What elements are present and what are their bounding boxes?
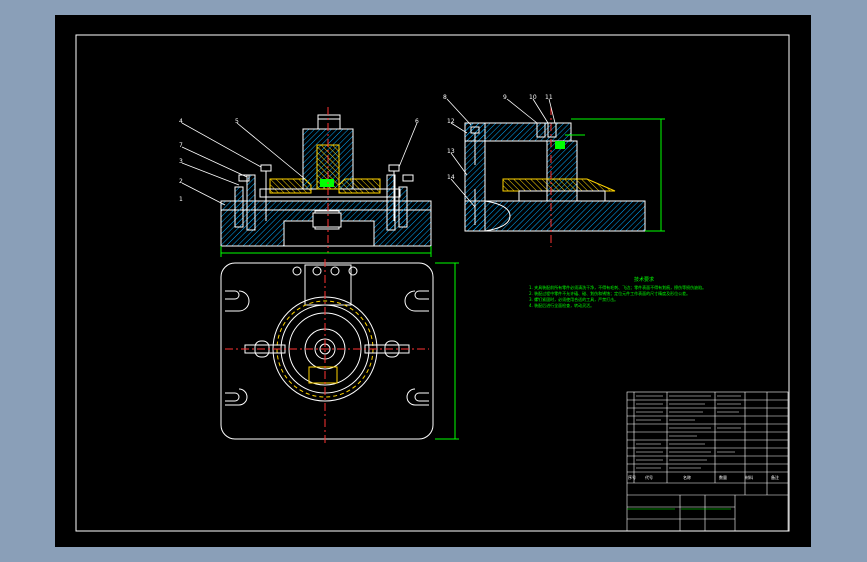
- notes-title: 技术要求: [633, 277, 654, 283]
- drawing-canvas[interactable]: 4 5 6 7 3 2 1 8 9 10 11 12 13 14 技术要求 1.…: [55, 15, 811, 547]
- side-view: [446, 98, 665, 247]
- front-view: [181, 107, 432, 257]
- balloon-front-7: 7: [179, 142, 183, 149]
- balloon-side-9: 9: [503, 94, 507, 101]
- header-remark: 备注: [771, 475, 779, 480]
- header-index: 序号: [628, 475, 636, 480]
- notes-line-4: 4. 装配后进行全面检查，转动灵活。: [529, 303, 595, 308]
- title-block-headers: 序号 代号 名称 数量 材料 备注: [627, 473, 788, 483]
- header-code: 代号: [645, 475, 653, 480]
- front-balloons: 4 5 6 7 3 2 1: [179, 118, 419, 203]
- notes-line-3: 3. 螺钉紧固时，必须使用合适的工具，严禁打击。: [529, 297, 619, 302]
- top-base-plate: [220, 262, 434, 440]
- header-material: 材料: [745, 475, 753, 480]
- cad-drawing: [75, 34, 790, 532]
- balloon-front-3: 3: [179, 158, 183, 165]
- side-base: [464, 200, 646, 232]
- balloon-side-8: 8: [443, 94, 447, 101]
- header-name: 名称: [683, 475, 691, 480]
- notes-line-2: 2. 装配过程中零件不允许磕、碰、划伤和锈蚀；定位元件工作表面的尺寸精度及形位公…: [529, 291, 691, 296]
- balloon-side-14: 14: [447, 174, 455, 181]
- title-block: [626, 391, 789, 532]
- balloon-front-4: 4: [179, 118, 183, 125]
- balloon-front-2: 2: [179, 178, 183, 185]
- balloon-side-13: 13: [447, 148, 455, 155]
- top-view: [220, 259, 459, 445]
- balloon-front-6: 6: [415, 118, 419, 125]
- side-balloons: 8 9 10 11 12 13 14: [443, 94, 553, 181]
- balloon-side-11: 11: [545, 94, 553, 101]
- balloon-front-5: 5: [235, 118, 239, 125]
- notes-line-1: 1. 夹具装配前所有零件必须清洗干净，不得有毛刺、飞边；零件表面不得有划痕，擦伤…: [529, 285, 707, 290]
- balloon-front-1: 1: [179, 196, 183, 203]
- balloon-side-12: 12: [447, 118, 455, 125]
- header-qty: 数量: [719, 475, 727, 480]
- technical-notes: 技术要求 1. 夹具装配前所有零件必须清洗干净，不得有毛刺、飞边；零件表面不得有…: [529, 277, 719, 309]
- drawing-border: [75, 34, 790, 532]
- balloon-side-10: 10: [529, 94, 537, 101]
- title-block-fill: [636, 395, 741, 469]
